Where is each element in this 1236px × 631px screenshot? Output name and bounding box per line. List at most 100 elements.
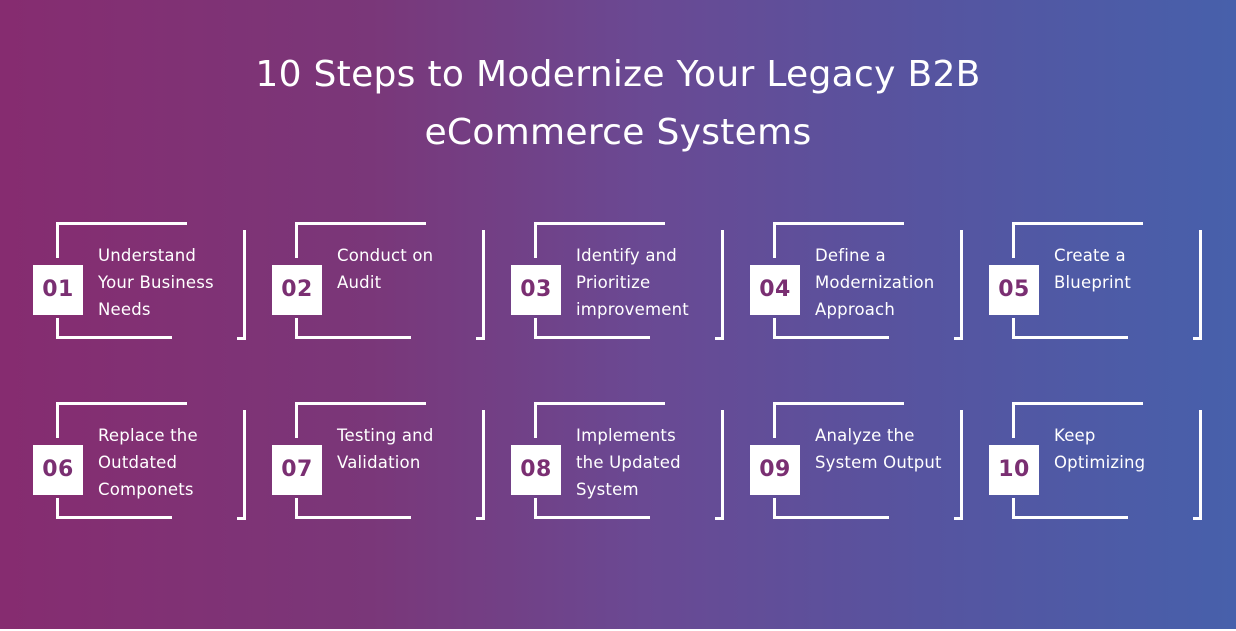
page-title: 10 Steps to Modernize Your Legacy B2B eC… — [0, 46, 1236, 162]
frame-left-line — [1012, 402, 1015, 438]
step-card-02: 02 Conduct on Audit — [272, 222, 497, 342]
step-card-09: 09 Analyze the System Output — [750, 402, 975, 522]
frame-left-line — [56, 318, 59, 339]
frame-top-line — [773, 222, 904, 225]
frame-left-line — [773, 318, 776, 339]
frame-bottom-line — [534, 336, 650, 339]
frame-left-line — [295, 222, 298, 258]
step-label: Replace the Outdated Componets — [98, 422, 238, 503]
frame-right-line — [721, 230, 724, 340]
frame-top-line — [1012, 402, 1143, 405]
step-card-01: 01 Understand Your Business Needs — [33, 222, 258, 342]
step-label-line: Prioritize — [576, 273, 651, 292]
title-line-2: eCommerce Systems — [424, 112, 812, 153]
frame-right-line — [243, 410, 246, 520]
frame-bottom-line — [534, 516, 650, 519]
frame-right-foot — [1193, 337, 1202, 340]
frame-top-line — [534, 402, 665, 405]
step-label-line: Validation — [337, 453, 421, 472]
step-label-line: Modernization — [815, 273, 935, 292]
frame-left-line — [773, 402, 776, 438]
step-number-badge: 10 — [989, 445, 1039, 495]
frame-right-line — [1199, 230, 1202, 340]
frame-top-line — [295, 222, 426, 225]
step-label-line: Blueprint — [1054, 273, 1132, 292]
frame-right-line — [482, 410, 485, 520]
frame-left-line — [1012, 222, 1015, 258]
frame-right-line — [482, 230, 485, 340]
step-label-line: Testing and — [337, 426, 434, 445]
step-label: Testing and Validation — [337, 422, 477, 476]
step-number-badge: 03 — [511, 265, 561, 315]
step-label-line: Create a — [1054, 246, 1126, 265]
frame-bottom-line — [56, 336, 172, 339]
step-label-line: Analyze the — [815, 426, 915, 445]
frame-right-foot — [476, 337, 485, 340]
step-label-line: Audit — [337, 273, 382, 292]
step-label: Define a Modernization Approach — [815, 242, 955, 323]
step-label-line: Outdated — [98, 453, 178, 472]
frame-right-foot — [954, 517, 963, 520]
frame-top-line — [56, 222, 187, 225]
frame-left-line — [534, 498, 537, 519]
frame-right-line — [721, 410, 724, 520]
frame-bottom-line — [295, 516, 411, 519]
step-label: Conduct on Audit — [337, 242, 477, 296]
step-label-line: improvement — [576, 300, 689, 319]
step-card-04: 04 Define a Modernization Approach — [750, 222, 975, 342]
frame-right-foot — [237, 337, 246, 340]
step-label-line: Replace the — [98, 426, 198, 445]
frame-right-line — [960, 230, 963, 340]
step-number-badge: 07 — [272, 445, 322, 495]
step-number-badge: 09 — [750, 445, 800, 495]
step-card-08: 08 Implements the Updated System — [511, 402, 736, 522]
step-label-line: Approach — [815, 300, 895, 319]
step-label-line: Implements — [576, 426, 676, 445]
frame-right-foot — [1193, 517, 1202, 520]
frame-bottom-line — [56, 516, 172, 519]
step-label-line: Understand — [98, 246, 197, 265]
title-line-1: 10 Steps to Modernize Your Legacy B2B — [255, 54, 981, 95]
frame-right-foot — [237, 517, 246, 520]
frame-left-line — [773, 222, 776, 258]
step-label: Analyze the System Output — [815, 422, 955, 476]
frame-right-foot — [954, 337, 963, 340]
step-number-badge: 02 — [272, 265, 322, 315]
step-label-line: Identify and — [576, 246, 677, 265]
bottom-border — [0, 629, 1236, 631]
frame-right-line — [243, 230, 246, 340]
step-label: Create a Blueprint — [1054, 242, 1194, 296]
frame-left-line — [773, 498, 776, 519]
step-card-03: 03 Identify and Prioritize improvement — [511, 222, 736, 342]
frame-left-line — [295, 402, 298, 438]
step-label-line: Componets — [98, 480, 194, 499]
frame-bottom-line — [773, 336, 889, 339]
step-label-line: Keep — [1054, 426, 1096, 445]
step-label-line: System Output — [815, 453, 942, 472]
frame-left-line — [534, 402, 537, 438]
frame-left-line — [1012, 498, 1015, 519]
frame-top-line — [56, 402, 187, 405]
step-card-07: 07 Testing and Validation — [272, 402, 497, 522]
frame-bottom-line — [1012, 336, 1128, 339]
step-card-06: 06 Replace the Outdated Componets — [33, 402, 258, 522]
frame-left-line — [56, 402, 59, 438]
frame-right-foot — [715, 517, 724, 520]
step-number-badge: 06 — [33, 445, 83, 495]
step-label-line: Your Business — [98, 273, 214, 292]
frame-right-foot — [476, 517, 485, 520]
step-number-badge: 04 — [750, 265, 800, 315]
frame-top-line — [534, 222, 665, 225]
frame-right-foot — [715, 337, 724, 340]
step-label: Implements the Updated System — [576, 422, 716, 503]
step-number-badge: 05 — [989, 265, 1039, 315]
frame-top-line — [1012, 222, 1143, 225]
step-label: Identify and Prioritize improvement — [576, 242, 716, 323]
frame-left-line — [56, 222, 59, 258]
frame-right-line — [1199, 410, 1202, 520]
frame-bottom-line — [773, 516, 889, 519]
frame-bottom-line — [1012, 516, 1128, 519]
step-card-10: 10 Keep Optimizing — [989, 402, 1214, 522]
step-number-badge: 08 — [511, 445, 561, 495]
frame-right-line — [960, 410, 963, 520]
